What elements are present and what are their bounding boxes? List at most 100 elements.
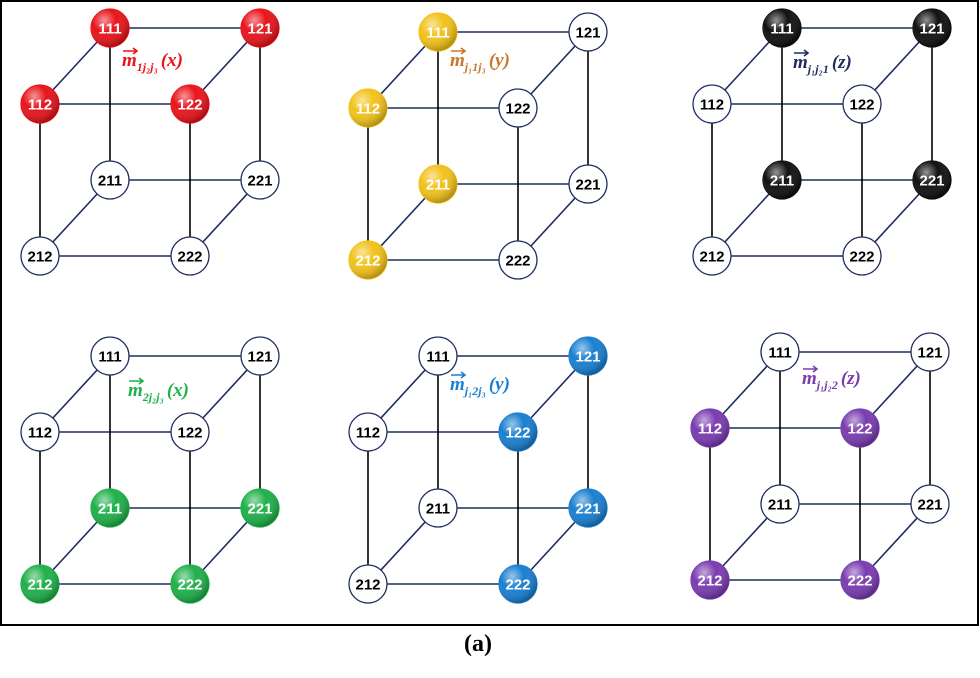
vector-formula-label: mj₁j₂1(z) [793,52,852,76]
node-shine [241,489,279,527]
node-circle [498,88,538,128]
figure-border [0,0,979,626]
node-label: 212 [699,249,724,266]
formula-vector: m [450,374,465,395]
formula-argument: (z) [841,368,861,389]
node-label: 111 [426,25,449,42]
cube-node-121: 121 [912,8,952,48]
node-label: 111 [98,21,121,38]
cube-node-221: 221 [568,164,608,204]
node-label: 122 [505,101,530,118]
cube-node-122: 122 [498,88,538,128]
node-shine [91,489,129,527]
node-label: 211 [768,497,792,514]
cube-node-112: 112 [692,84,732,124]
node-circle [760,332,800,372]
cube-node-111: 111 [418,12,458,52]
cube-node-122: 122 [170,412,210,452]
cube-node-122: 122 [842,84,882,124]
node-label: 112 [28,425,52,442]
node-label: 212 [355,253,380,270]
node-circle [240,160,280,200]
formula-subscript: j₁2j₃ [463,384,486,398]
node-label: 212 [27,577,52,594]
cube-node-211: 211 [760,484,800,524]
node-label: 122 [177,425,202,442]
node-shine [763,161,801,199]
formula-vector: m [122,50,137,71]
cube-node-211: 211 [90,488,130,528]
formula-argument: (x) [167,380,189,401]
node-shine [913,9,951,47]
node-label: 121 [247,349,272,366]
cube-node-122: 122 [170,84,210,124]
cube-node-212: 212 [690,560,730,600]
formula-vector: m [450,50,465,71]
cube-node-212: 212 [348,564,388,604]
node-label: 222 [177,249,202,266]
cube-node-111: 111 [762,8,802,48]
cube-node-212: 212 [20,236,60,276]
cube-node-111: 111 [418,336,458,376]
cube-node-212: 212 [692,236,732,276]
node-label: 222 [849,249,874,266]
formula-argument: (y) [489,50,510,71]
formula-vector: m [128,380,143,401]
node-label: 122 [177,97,202,114]
node-label: 111 [768,345,791,362]
node-shine [171,565,209,603]
vector-arrow-icon [129,377,145,385]
cube-node-221: 221 [240,160,280,200]
cube-node-121: 121 [568,12,608,52]
cube-node-222: 222 [842,236,882,276]
node-label: 212 [355,577,380,594]
vector-arrow-icon [794,49,810,57]
node-label: 222 [177,577,202,594]
node-shine [499,413,537,451]
cube-node-112: 112 [348,412,388,452]
cube-node-222: 222 [498,240,538,280]
node-label: 111 [98,349,121,366]
node-label: 112 [700,97,724,114]
node-label: 121 [247,21,272,38]
node-circle [692,84,732,124]
node-shine [841,561,879,599]
node-circle [20,412,60,452]
node-label: 111 [770,21,793,38]
vector-formula-label: m1j₂j₃(x) [122,50,183,74]
node-label: 211 [98,501,122,518]
cube-node-222: 222 [170,564,210,604]
cube-node-112: 112 [20,84,60,124]
node-label: 211 [98,173,122,190]
cube-panel-p1: 111 121 112 122 211 221 212 222 m1j₂j₃(x) [20,8,280,276]
node-shine [419,165,457,203]
formula-subscript: j₁1j₃ [463,60,486,74]
vector-formula-label: mj₁2j₃(y) [450,374,510,398]
node-label: 221 [247,501,272,518]
node-shine [21,565,59,603]
node-label: 121 [575,25,600,42]
cube-node-222: 222 [840,560,880,600]
node-circle [692,236,732,276]
node-shine [569,337,607,375]
node-label: 211 [426,177,450,194]
vector-arrow-icon [123,47,139,55]
formula-argument: (z) [832,52,852,73]
node-shine [349,241,387,279]
node-circle [568,164,608,204]
node-circle [418,488,458,528]
node-circle [760,484,800,524]
cube-node-122: 122 [840,408,880,448]
node-shine [419,13,457,51]
figure-caption: (a) [464,631,492,657]
cube-node-121: 121 [240,8,280,48]
cube-node-221: 221 [912,160,952,200]
cube-node-111: 111 [760,332,800,372]
cube-node-122: 122 [498,412,538,452]
node-circle [842,84,882,124]
cube-node-112: 112 [348,88,388,128]
formula-argument: (x) [161,50,183,71]
